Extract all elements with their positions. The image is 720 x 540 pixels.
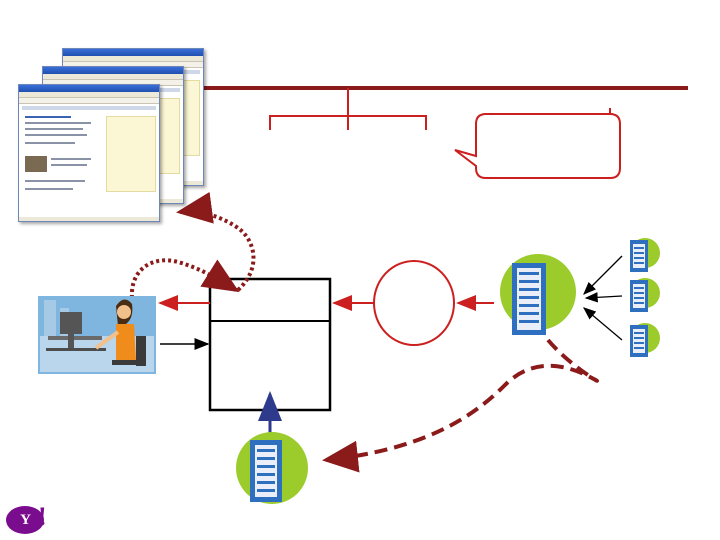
bottom-server-icon xyxy=(236,432,308,504)
speech-callout xyxy=(454,113,621,179)
dotted-path-to-screenshots xyxy=(176,191,256,292)
arrow-small-server-2 xyxy=(584,292,623,303)
yahoo-logo-exclamation: ! xyxy=(38,502,47,531)
dotted-path-user-to-box xyxy=(129,258,240,299)
circle-node xyxy=(373,260,455,346)
dashed-path-server-to-server xyxy=(322,338,599,473)
arrow-small-server-1 xyxy=(583,255,623,295)
small-server-icon-1 xyxy=(630,238,660,272)
user-at-computer-icon xyxy=(38,296,156,374)
yahoo-logo: Y xyxy=(6,506,44,534)
small-server-icon-2 xyxy=(630,278,660,312)
server-icon xyxy=(500,254,576,335)
small-server-icon-3 xyxy=(630,323,660,357)
arrow-small-server-3 xyxy=(583,307,623,341)
browser-window-icon xyxy=(18,84,160,222)
central-box xyxy=(208,277,332,412)
